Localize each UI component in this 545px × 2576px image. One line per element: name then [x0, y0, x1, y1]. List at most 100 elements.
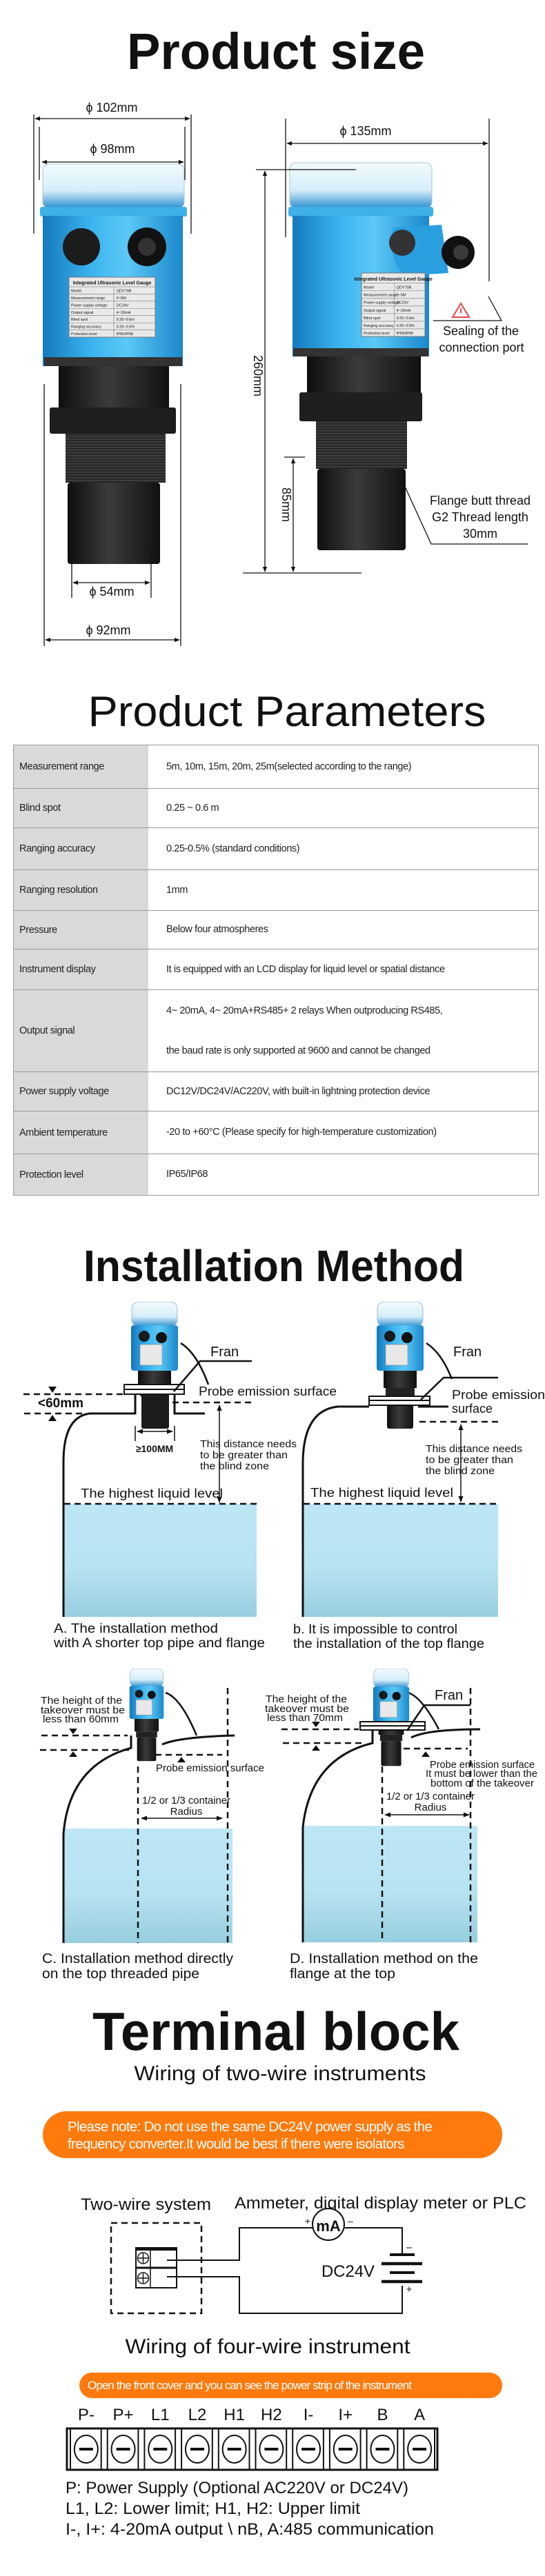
- ammeter-unit: mA: [316, 2217, 341, 2235]
- install-diagram-d: Fran The height of the takeover must be …: [265, 1669, 537, 1982]
- diagram-caption: the installation of the top flange: [293, 1637, 484, 1651]
- terminal-screw-icon: [184, 2435, 210, 2464]
- terminal-label: B: [377, 2406, 388, 2424]
- probe-surface-label: Probe emission: [452, 1388, 545, 1402]
- param-value-text: -20 to +60°C (Please specify for high-te…: [166, 1127, 437, 1138]
- battery-plus: +: [406, 2284, 413, 2295]
- battery-icon: [382, 2253, 422, 2284]
- blind-zone-note: This distance needs: [200, 1438, 297, 1450]
- terminal-label: H1: [224, 2406, 245, 2424]
- supply-voltage: DC24V: [321, 2262, 375, 2281]
- terminal-label: I+: [338, 2406, 353, 2424]
- terminal-label: A: [414, 2406, 425, 2424]
- flange-label: Fran: [435, 1688, 463, 1703]
- install-diagram-b: Fran Probe emission surface This distanc…: [293, 1302, 545, 1651]
- legend-line: L1, L2: Lower limit; H1, H2: Upper limit: [66, 2499, 360, 2518]
- probe-surface-label: Probe emission surface: [430, 1759, 535, 1771]
- takeover-height-note: The height of the: [41, 1695, 122, 1707]
- param-value-text: DC12V/DC24V/AC220V, with built-in lightn…: [166, 1085, 430, 1097]
- parameters-title: Product Parameters: [88, 688, 486, 736]
- highest-level-label: The highest liquid level: [81, 1487, 223, 1500]
- plate-value: 0.25~0.6m: [117, 318, 135, 322]
- probe-surface-label: It must be lower than the: [426, 1768, 537, 1780]
- diagram-caption: b. It is impossible to control: [293, 1622, 457, 1637]
- plate-key: Power supply voltage: [71, 303, 107, 308]
- blind-zone-note: the blind zone: [200, 1460, 269, 1472]
- param-label: Pressure: [14, 911, 148, 949]
- terminal-title: Terminal block: [92, 2001, 460, 2062]
- sealing-note: connection port: [439, 341, 524, 354]
- installation-title: Installation Method: [83, 1241, 464, 1291]
- plate-key: Blind spot: [364, 316, 381, 321]
- plate-key: Measurement range: [71, 296, 105, 301]
- legend-line: I-, I+: 4-20mA output \ nB, A:485 commun…: [66, 2520, 434, 2539]
- blind-zone-note: This distance needs: [426, 1443, 522, 1455]
- legend-line: P: Power Supply (Optional AC220V or DC24…: [66, 2479, 408, 2497]
- diagram-caption: with A shorter top pipe and flange: [53, 1636, 265, 1651]
- radius-label: Radius: [170, 1806, 203, 1818]
- param-value: It is equipped with an LCD display for l…: [148, 949, 538, 989]
- table-row: Ambient temperature-20 to +60°C (Please …: [14, 1111, 538, 1154]
- table-row: Ranging accuracy 0.25-0.5% (standard cond…: [14, 828, 538, 870]
- terminal-label: P+: [113, 2406, 134, 2424]
- blind-zone-note: the blind zone: [426, 1465, 495, 1477]
- param-value-text: IP65/IP68: [166, 1169, 208, 1180]
- front-dimensions: [33, 114, 192, 646]
- dim-diameter-102: ϕ 102mm: [86, 101, 137, 114]
- param-value: 1mm: [148, 870, 538, 910]
- side-dimensions: [243, 119, 528, 574]
- plate-value: QDY70B: [117, 289, 132, 293]
- plate-value: IP65/IP68: [397, 332, 413, 336]
- pipe-diameter-label: ≥100MM: [136, 1443, 173, 1454]
- probe-surface-label: bottom of the takeover: [430, 1778, 534, 1789]
- dim-diameter-54: ϕ 54mm: [89, 585, 134, 598]
- flange-label: Fran: [453, 1345, 482, 1360]
- param-value-text: 0.25-0.5% (standard conditions): [166, 843, 300, 854]
- diagram-caption: on the top threaded pipe: [42, 1966, 199, 1982]
- probe-surface-label: Probe emission surface: [156, 1762, 264, 1774]
- plate-value: DC24V: [117, 303, 129, 308]
- plate-title: Integrated Ultrasonic Level Gauge: [354, 277, 433, 282]
- dim-diameter-98: ϕ 98mm: [90, 142, 135, 156]
- terminal-screw-icon: [110, 2435, 136, 2464]
- two-wire-subtitle: Wiring of two-wire instruments: [135, 2062, 426, 2085]
- param-label: Output signal: [14, 990, 148, 1071]
- param-label: Ranging accuracy: [14, 828, 148, 869]
- plate-value: 0.25~0.5%: [397, 324, 415, 328]
- plate-key: Protection level: [71, 332, 97, 336]
- param-value-text: It is equipped with an LCD display for l…: [166, 963, 445, 975]
- ammeter-plus: +: [305, 2215, 310, 2226]
- param-value-text: 1mm: [166, 884, 188, 896]
- terminal-label: P-: [78, 2406, 95, 2424]
- plate-value: 0~5M: [117, 296, 126, 301]
- terminal-screw-icon: [259, 2435, 284, 2464]
- two-wire-system-label: Two-wire system: [81, 2195, 211, 2214]
- diagram-caption: C. Installation method directly: [42, 1951, 233, 1966]
- param-label: Instrument display: [14, 949, 148, 989]
- warning-triangle-icon: [451, 302, 470, 318]
- param-value: 4~ 20mA, 4~ 20mA+RS485+ 2 relays When ou…: [148, 990, 538, 1071]
- param-label: Ranging resolution: [14, 870, 148, 910]
- param-value-text: 5m, 10m, 15m, 20m, 25m(selected accordin…: [166, 761, 412, 772]
- plate-value: 4~20mA: [397, 309, 411, 313]
- product-size-title: Product size: [127, 23, 425, 80]
- param-value: 0.25 ~ 0.6 m: [148, 789, 538, 827]
- terminal-label: H2: [261, 2406, 282, 2424]
- terminal-screw-icon: [221, 2435, 247, 2464]
- takeover-height-note: takeover must be: [41, 1704, 125, 1716]
- terminal-screw-icon: [137, 2272, 150, 2284]
- blind-plug-icon: [63, 228, 100, 265]
- terminal-screw-icon: [137, 2252, 150, 2264]
- param-label: Blind spot: [14, 789, 148, 827]
- probe-surface-label: surface: [452, 1402, 493, 1416]
- note-line: Please note: Do not use the same DC24V p…: [68, 2119, 433, 2135]
- plate-title: Integrated Ultrasonic Level Gauge: [73, 281, 152, 285]
- ammeter-icon: [312, 2208, 345, 2241]
